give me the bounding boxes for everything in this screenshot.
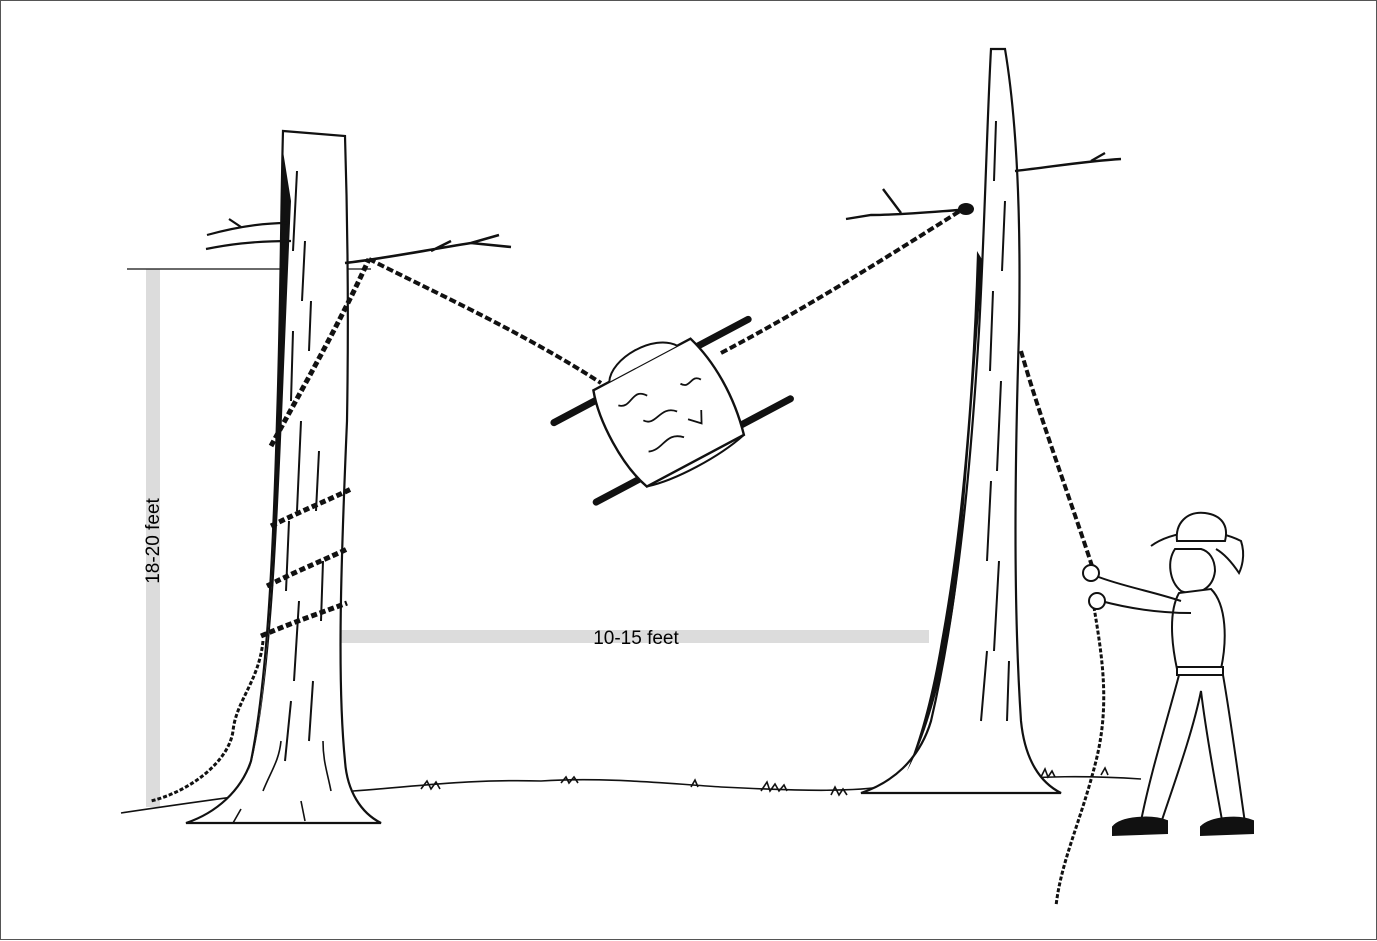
lower-arm (1100, 600, 1192, 614)
spacing-dimension: 10-15 feet (339, 628, 929, 649)
height-bar (146, 269, 160, 807)
height-label: 18-20 feet (143, 498, 164, 584)
spacing-label: 10-15 feet (593, 628, 679, 649)
height-dimension: 18-20 feet (127, 268, 371, 807)
food-bag (550, 315, 794, 506)
right-shoe (1200, 816, 1254, 837)
hat-crown (1175, 511, 1227, 542)
legs (1139, 674, 1247, 828)
left-shoe (1112, 816, 1168, 837)
tree-left (150, 129, 512, 825)
spacing-bar (339, 630, 929, 643)
tree-right (845, 47, 1122, 795)
hand-top (1082, 564, 1100, 582)
hand-bottom (1088, 592, 1106, 610)
rope (368, 207, 1106, 907)
person-pulling-rope (1082, 511, 1254, 837)
head (1169, 548, 1217, 594)
upper-arm (1095, 575, 1182, 602)
ground (120, 766, 1142, 814)
